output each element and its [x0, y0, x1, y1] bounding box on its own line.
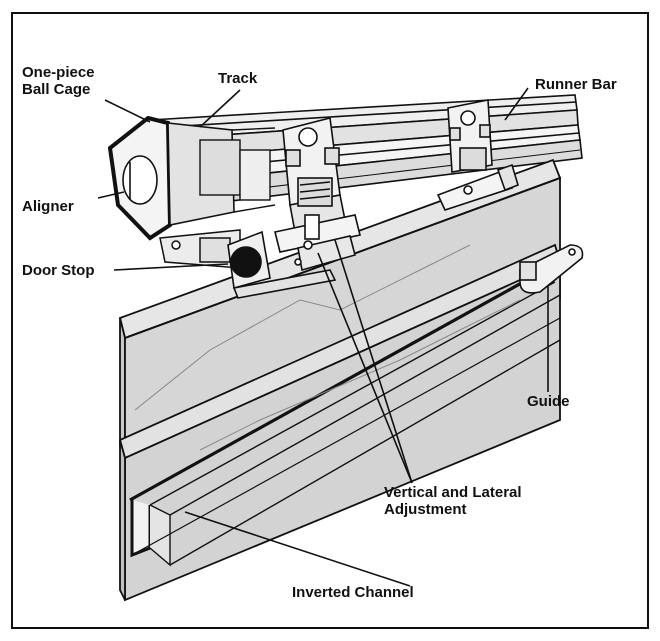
inverted-channel — [129, 268, 561, 567]
guide — [519, 244, 584, 294]
leader-adjustment-b — [334, 239, 413, 484]
leader-door-stop — [113, 263, 229, 271]
leader-adjustment-a — [317, 252, 413, 484]
aligner — [122, 155, 158, 205]
rear-runner-assembly — [436, 99, 519, 211]
label-ball-cage: One-piece Ball Cage — [22, 64, 95, 98]
door-stop-bumper — [230, 246, 262, 278]
label-runner-bar: Runner Bar — [535, 76, 617, 93]
leader-lines — [97, 87, 549, 587]
label-door-stop: Door Stop — [22, 262, 95, 279]
label-inverted-channel: Inverted Channel — [292, 584, 414, 601]
label-aligner: Aligner — [22, 198, 74, 215]
leader-track — [199, 89, 241, 128]
front-runner-assembly — [274, 117, 361, 272]
door-stop — [227, 230, 337, 299]
leader-ball-cage — [104, 99, 151, 123]
leader-inverted-channel — [184, 511, 411, 587]
label-adjustment: Vertical and Lateral Adjustment — [384, 484, 522, 518]
label-track: Track — [218, 70, 258, 87]
leader-runner-bar — [504, 87, 529, 121]
door-shading-lines — [134, 244, 521, 451]
label-guide: Guide — [527, 393, 570, 410]
leader-aligner — [97, 191, 125, 199]
